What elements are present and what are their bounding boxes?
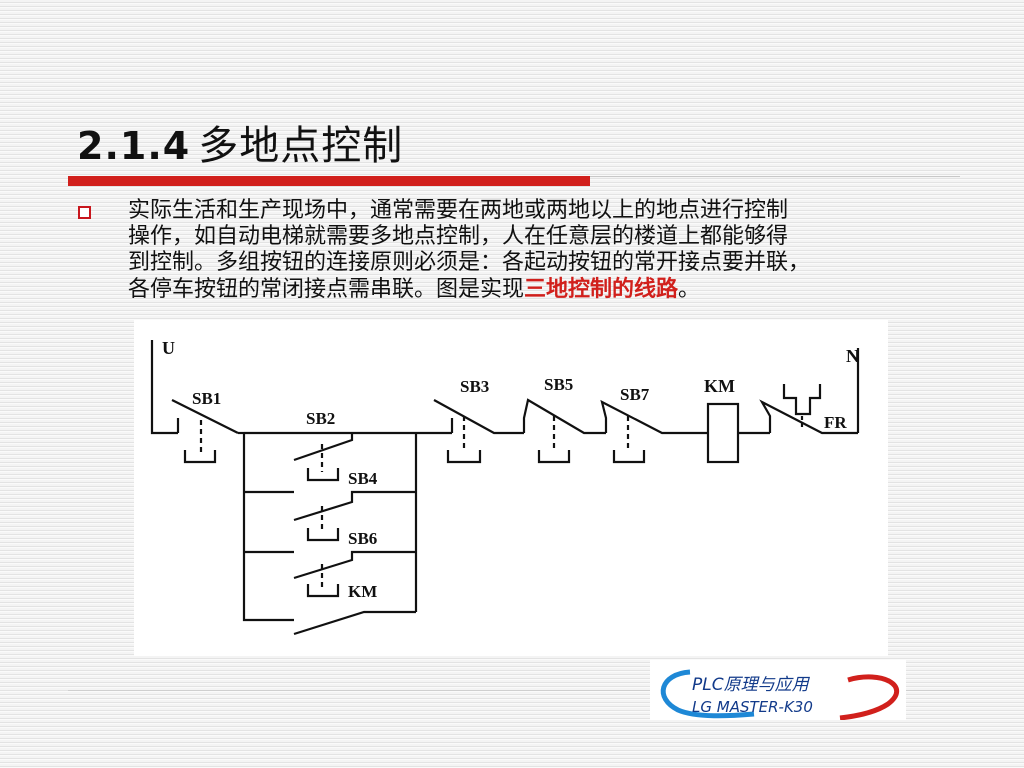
button-sb7 — [600, 399, 708, 464]
title-underline-thin — [590, 176, 960, 177]
label-sb5: SB5 — [544, 375, 573, 394]
button-sb5 — [522, 398, 606, 464]
label-fr: FR — [824, 413, 847, 432]
body-line: 实际生活和生产现场中，通常需要在两地或两地以上的地点进行控制 — [128, 198, 789, 223]
label-sb2: SB2 — [306, 409, 335, 428]
label-km-coil: KM — [704, 376, 735, 396]
button-sb2 — [293, 433, 354, 482]
label-sb3: SB3 — [460, 377, 489, 396]
label-n: N — [846, 346, 859, 366]
label-sb4: SB4 — [348, 469, 378, 488]
button-sb1 — [171, 399, 244, 464]
label-u: U — [162, 338, 175, 358]
label-sb1: SB1 — [192, 389, 221, 408]
footer-rule-right — [906, 690, 960, 691]
bullet-square-icon — [78, 206, 91, 219]
body-line: 到控制。多组按钮的连接原则必须是：各起动按钮的常开接点要并联， — [128, 250, 811, 275]
body-line: 操作，如自动电梯就需要多地点控制，人在任意层的楼道上都能够得 — [128, 224, 789, 249]
body-text-post: 。 — [678, 277, 701, 302]
thermal-relay-fr — [759, 384, 858, 435]
label-sb7: SB7 — [620, 385, 650, 404]
footer-rule-left — [68, 690, 650, 691]
label-km-contact: KM — [348, 582, 377, 601]
wire-left-rail — [150, 340, 178, 435]
label-sb6: SB6 — [348, 529, 377, 548]
logo-swoosh-blue — [660, 669, 755, 719]
title-underline-accent — [68, 176, 590, 186]
body-line-last: 各停车按钮的常闭接点需串联。图是实现三地控制的线路。 — [128, 276, 958, 303]
logo-line-2: LG MASTER-K30 — [692, 698, 813, 716]
circuit-diagram: U SB1 SB2 SB4 — [134, 320, 888, 656]
button-sb3 — [433, 399, 524, 464]
logo-line-1: PLC原理与应用 — [692, 675, 811, 695]
logo-swoosh-red — [839, 674, 899, 721]
body-highlight: 三地控制的线路 — [524, 276, 679, 302]
title-number: 2.1.4 — [77, 124, 191, 168]
body-paragraph: 实际生活和生产现场中，通常需要在两地或两地以上的地点进行控制 操作，如自动电梯就… — [128, 198, 958, 303]
wire-parallel-left — [242, 433, 294, 622]
contact-km — [293, 610, 416, 636]
plc-logo: PLC原理与应用 LG MASTER-K30 — [650, 660, 906, 721]
coil-km — [706, 402, 740, 464]
body-text-pre: 各停车按钮的常闭接点需串联。图是实现 — [128, 277, 525, 302]
title-text: 多地点控制 — [198, 123, 404, 169]
button-sb4 — [293, 490, 416, 542]
button-sb6 — [293, 550, 416, 598]
